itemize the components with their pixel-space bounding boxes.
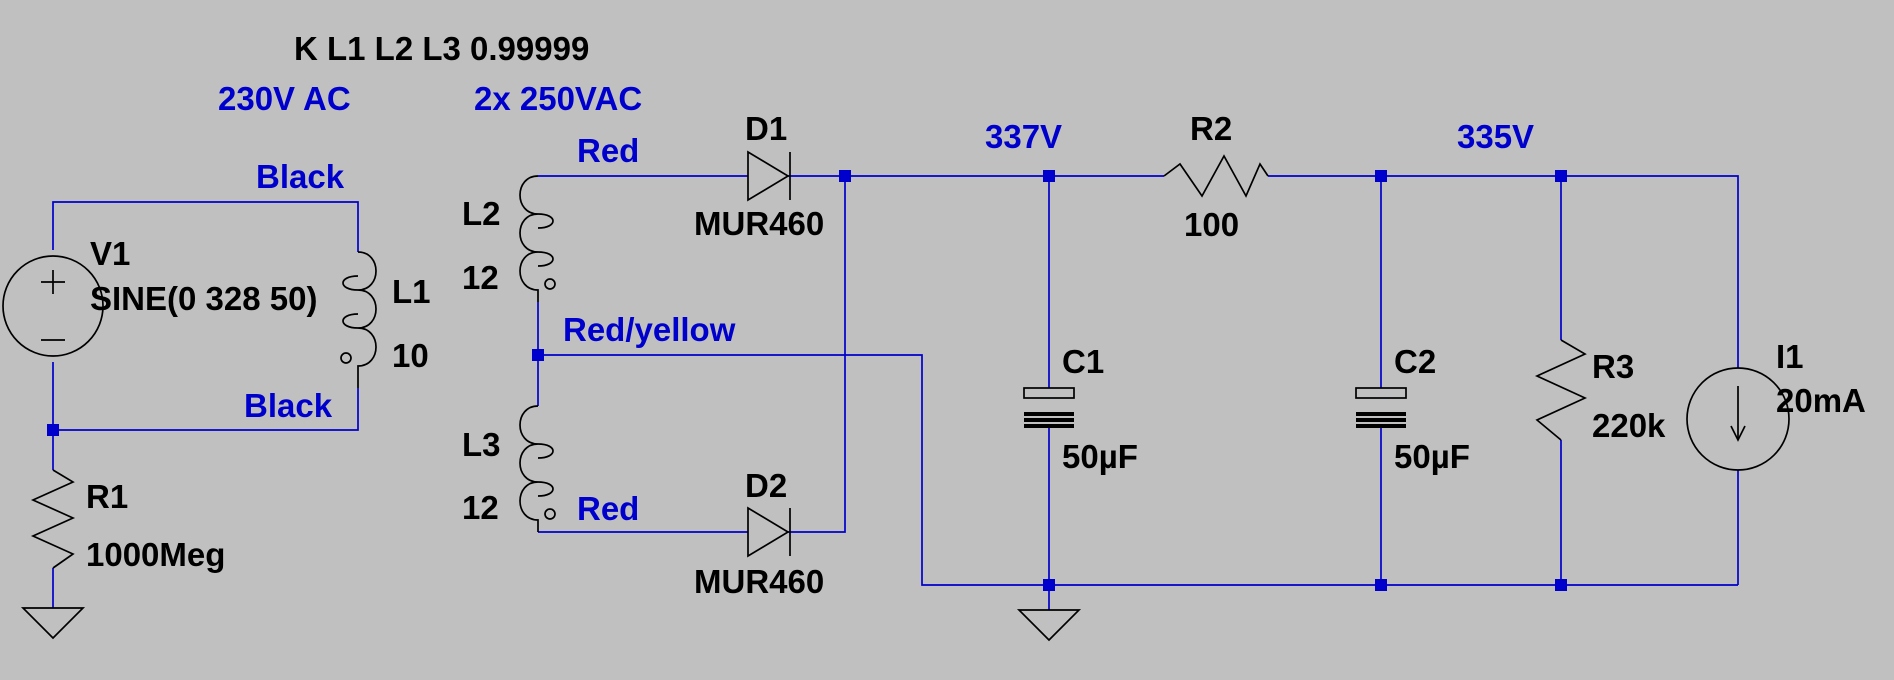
junction-d-out bbox=[839, 170, 851, 182]
wire-r2-out[interactable] bbox=[1268, 175, 1739, 368]
r3-value[interactable]: 220k bbox=[1592, 407, 1666, 444]
wire-label-red-bottom: Red bbox=[577, 490, 639, 527]
i1-current-source-symbol[interactable] bbox=[1686, 367, 1790, 471]
secondary-voltage-label: 2x 250VAC bbox=[474, 80, 642, 117]
r2-value[interactable]: 100 bbox=[1184, 206, 1239, 243]
d1-name[interactable]: D1 bbox=[745, 110, 787, 147]
c1-value[interactable]: 50µF bbox=[1062, 438, 1138, 475]
v1-name[interactable]: V1 bbox=[90, 235, 130, 272]
i1-value[interactable]: 20mA bbox=[1776, 382, 1866, 419]
wire-v1-top[interactable] bbox=[52, 201, 359, 252]
d2-name[interactable]: D2 bbox=[745, 467, 787, 504]
c2-capacitor-symbol[interactable] bbox=[1355, 387, 1407, 428]
r3-resistor-symbol[interactable] bbox=[1534, 339, 1588, 441]
ground-symbol-center bbox=[1016, 609, 1082, 642]
labels: K L1 L2 L3 0.99999 230V AC 2x 250VAC Bla… bbox=[86, 30, 1866, 600]
r1-resistor-symbol[interactable] bbox=[30, 469, 76, 569]
l1-inductor-symbol[interactable] bbox=[340, 251, 377, 388]
c2-name[interactable]: C2 bbox=[1394, 343, 1436, 380]
junction-c2-bottom bbox=[1375, 579, 1387, 591]
r2-resistor-symbol[interactable] bbox=[1163, 154, 1269, 198]
wire-label-black-bottom: Black bbox=[244, 387, 333, 424]
junctions bbox=[47, 170, 1567, 591]
junction-c1-bottom bbox=[1043, 579, 1055, 591]
node-label-335v: 335V bbox=[1457, 118, 1534, 155]
l3-inductor-symbol[interactable] bbox=[519, 405, 556, 532]
junction-r3-bottom bbox=[1555, 579, 1567, 591]
v1-source-symbol[interactable] bbox=[2, 255, 104, 357]
r3-name[interactable]: R3 bbox=[1592, 348, 1634, 385]
d2-diode-symbol[interactable] bbox=[747, 506, 791, 558]
d2-value[interactable]: MUR460 bbox=[694, 563, 824, 600]
junction-c2-top bbox=[1375, 170, 1387, 182]
ground-symbol-left bbox=[20, 607, 86, 640]
junction-337v bbox=[1043, 170, 1055, 182]
junction-center-tap bbox=[532, 349, 544, 361]
d1-diode-symbol[interactable] bbox=[747, 150, 791, 202]
c1-capacitor-symbol[interactable] bbox=[1023, 387, 1075, 428]
wire-label-red-yellow: Red/yellow bbox=[563, 311, 736, 348]
c2-value[interactable]: 50µF bbox=[1394, 438, 1470, 475]
wire-label-black-top: Black bbox=[256, 158, 345, 195]
node-label-337v: 337V bbox=[985, 118, 1062, 155]
l3-name[interactable]: L3 bbox=[462, 426, 501, 463]
l2-value[interactable]: 12 bbox=[462, 259, 499, 296]
l2-name[interactable]: L2 bbox=[462, 195, 501, 232]
r1-name[interactable]: R1 bbox=[86, 478, 128, 515]
r1-value[interactable]: 1000Meg bbox=[86, 536, 225, 573]
l2-inductor-symbol[interactable] bbox=[519, 175, 556, 302]
wire-v1-bottom[interactable] bbox=[52, 362, 359, 431]
l3-value[interactable]: 12 bbox=[462, 489, 499, 526]
wire-label-red-top: Red bbox=[577, 132, 639, 169]
l1-value[interactable]: 10 bbox=[392, 337, 429, 374]
junction-v1-r1 bbox=[47, 424, 59, 436]
c1-name[interactable]: C1 bbox=[1062, 343, 1104, 380]
wire-red-yellow[interactable] bbox=[538, 354, 1738, 586]
v1-value[interactable]: SINE(0 328 50) bbox=[90, 280, 317, 317]
wires bbox=[52, 175, 1739, 610]
junction-335v bbox=[1555, 170, 1567, 182]
l1-name[interactable]: L1 bbox=[392, 273, 431, 310]
primary-voltage-label: 230V AC bbox=[218, 80, 351, 117]
r2-name[interactable]: R2 bbox=[1190, 110, 1232, 147]
coupling-directive[interactable]: K L1 L2 L3 0.99999 bbox=[294, 30, 589, 67]
i1-name[interactable]: I1 bbox=[1776, 338, 1804, 375]
wire-d2-out[interactable] bbox=[788, 176, 846, 533]
d1-value[interactable]: MUR460 bbox=[694, 205, 824, 242]
